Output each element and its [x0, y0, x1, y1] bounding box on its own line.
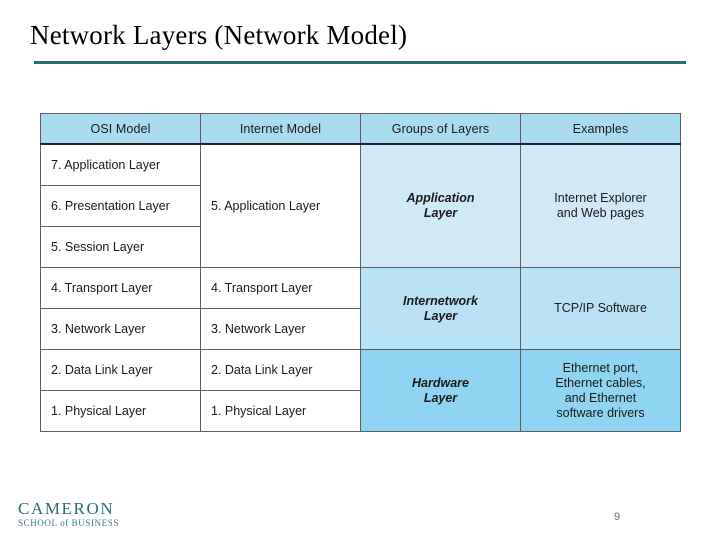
example-line: Ethernet cables, [555, 375, 646, 390]
internet-layer-4: 4. Transport Layer [200, 267, 361, 309]
example-line: and Ethernet [564, 390, 637, 405]
table-row: 6. Presentation Layer [40, 185, 681, 227]
osi-layer-5: 5. Session Layer [40, 226, 201, 268]
internet-layer-3: 3. Network Layer [200, 308, 361, 350]
example-application-layer: Internet Explorer and Web pages [520, 143, 681, 268]
logo-secondary-text: SCHOOL of BUSINESS [18, 518, 119, 528]
example-line: TCP/IP Software [554, 301, 647, 315]
osi-layer-2: 2. Data Link Layer [40, 349, 201, 391]
logo-primary-text: CAMERON [18, 499, 115, 518]
page-title: Network Layers (Network Model) [30, 20, 408, 50]
example-hardware-layer: Ethernet port, Ethernet cables, and Ethe… [520, 349, 681, 432]
network-layers-table: OSI Model Internet Model Groups of Layer… [40, 113, 681, 432]
example-internetwork-layer: TCP/IP Software [520, 267, 681, 350]
table-header-row: OSI Model Internet Model Groups of Layer… [40, 113, 681, 145]
table-row: 1. Physical Layer 1. Physical Layer [40, 390, 681, 432]
example-line: software drivers [556, 405, 645, 420]
table-row: 2. Data Link Layer 2. Data Link Layer Ha… [40, 349, 681, 432]
example-line: Ethernet port, [562, 360, 639, 375]
table-row: 5. Session Layer [40, 226, 681, 268]
column-header-groups-of-layers: Groups of Layers [360, 113, 521, 145]
osi-layer-1: 1. Physical Layer [40, 390, 201, 432]
internet-layer-5: 5. Application Layer [200, 143, 361, 268]
osi-layer-3: 3. Network Layer [40, 308, 201, 350]
example-line: and Web pages [556, 206, 645, 220]
page-number: 9 [614, 511, 621, 523]
internet-layer-1: 1. Physical Layer [200, 390, 361, 432]
osi-layer-6: 6. Presentation Layer [40, 185, 201, 227]
column-header-examples: Examples [520, 113, 681, 145]
cameron-school-of-business-logo: CAMERON SCHOOL of BUSINESS [18, 500, 119, 528]
column-header-internet-model: Internet Model [200, 113, 361, 145]
osi-layer-7: 7. Application Layer [40, 143, 201, 186]
osi-layer-4: 4. Transport Layer [40, 267, 201, 309]
table-row: 3. Network Layer 3. Network Layer [40, 308, 681, 350]
internet-layer-2: 2. Data Link Layer [200, 349, 361, 391]
table-row: 7. Application Layer 5. Application Laye… [40, 143, 681, 268]
table-row: 4. Transport Layer 4. Transport Layer In… [40, 267, 681, 350]
example-line: Internet Explorer [554, 191, 647, 205]
column-header-osi-model: OSI Model [40, 113, 201, 145]
title-divider [34, 61, 686, 64]
